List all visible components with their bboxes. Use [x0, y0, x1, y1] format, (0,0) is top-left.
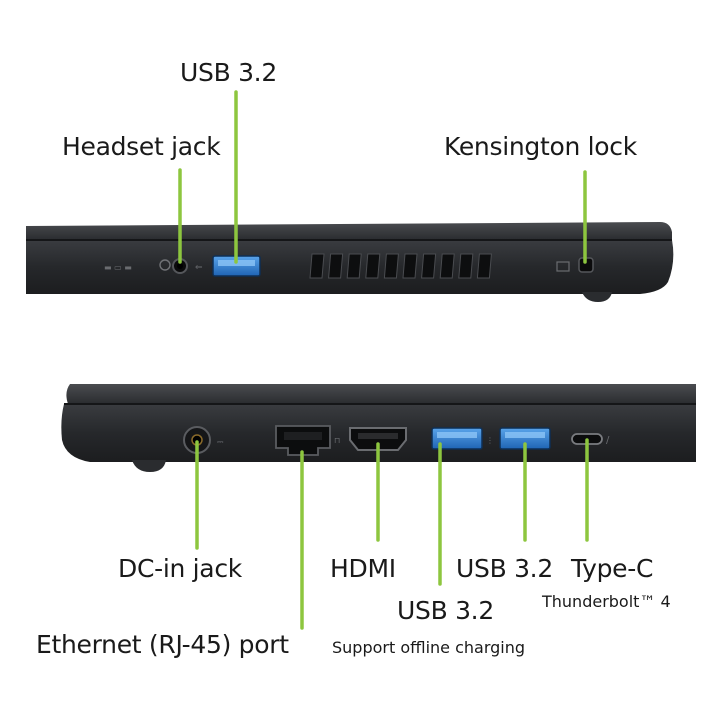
label-usb-second: USB 3.2: [456, 554, 553, 583]
svg-text:⊓: ⊓: [334, 436, 340, 445]
foot-top: [582, 292, 612, 302]
cooling-vents: [309, 253, 492, 279]
lid-top: [26, 222, 672, 240]
svg-text:⇐: ⇐: [195, 263, 203, 273]
laptop-left-side: ▬ ▭ ▬ ⇐: [26, 222, 674, 302]
label-headset-jack: Headset jack: [62, 132, 221, 161]
label-usb-charging: USB 3.2: [397, 596, 494, 625]
vent-slot: [328, 253, 344, 279]
foot-bottom: [132, 460, 166, 472]
label-kensington-lock: Kensington lock: [444, 132, 637, 161]
svg-text:▬ ▭ ▬: ▬ ▭ ▬: [104, 263, 132, 272]
label-type-c-note: Thunderbolt™ 4: [542, 592, 671, 611]
lid-bottom: [66, 384, 696, 404]
vent-slot: [476, 253, 492, 279]
vent-slot: [458, 253, 474, 279]
label-hdmi: HDMI: [330, 554, 396, 583]
vent-slot: [365, 253, 381, 279]
label-dc-in: DC-in jack: [118, 554, 242, 583]
headset-icon: [159, 259, 171, 271]
label-type-c: Type-C: [571, 554, 654, 583]
vent-slot: [421, 253, 437, 279]
vent-slot: [346, 253, 362, 279]
label-usb-top: USB 3.2: [180, 58, 277, 87]
laptop-right-side: ⎓ ⊓ ⋮ /: [61, 384, 697, 472]
vent-slot: [439, 253, 455, 279]
callout-lines: [178, 90, 589, 630]
label-ethernet: Ethernet (RJ-45) port: [36, 630, 289, 659]
vent-slot: [402, 253, 418, 279]
vent-slot: [309, 253, 325, 279]
svg-text:⋮: ⋮: [486, 436, 494, 445]
label-usb-charging-note: Support offline charging: [332, 638, 526, 657]
vent-slot: [383, 253, 399, 279]
svg-text:⎓: ⎓: [217, 437, 224, 446]
lock-icon: [556, 261, 570, 272]
svg-text:/: /: [606, 435, 610, 446]
